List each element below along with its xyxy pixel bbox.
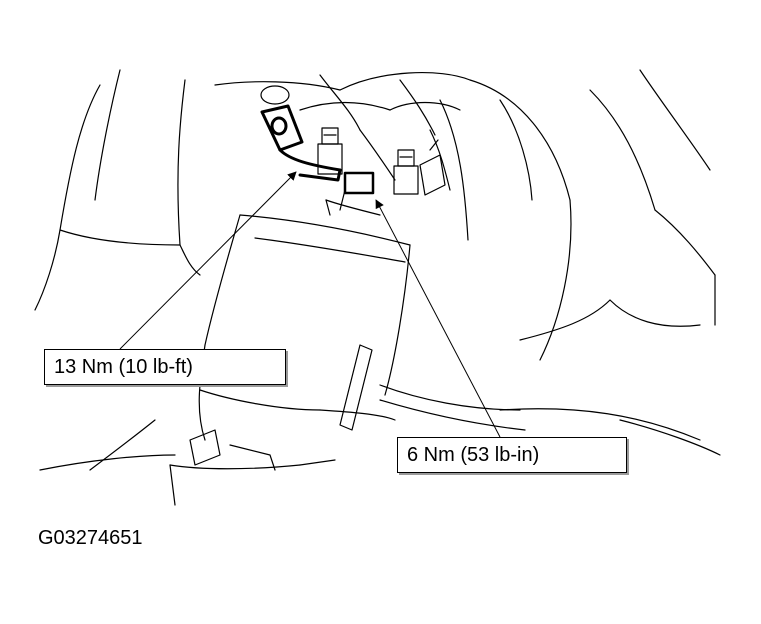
right-hoses: [379, 384, 721, 456]
reservoir-body: [198, 214, 411, 441]
top-hoses: [299, 74, 461, 191]
leader-line-2: [375, 199, 501, 438]
torque-callout-2-label: 6 Nm (53 lb-in): [407, 444, 540, 466]
torque-callout-1: 13 Nm (10 lb-ft): [44, 349, 286, 385]
connector-right: [419, 139, 446, 196]
shroud-outline: [214, 69, 716, 361]
clamp-top-loop: [260, 85, 290, 105]
lower-bracket: [39, 419, 336, 506]
clamp-bracket: [260, 104, 342, 182]
bolt-right: [393, 149, 419, 195]
bolt-left: [317, 127, 343, 175]
torque-callout-2: 6 Nm (53 lb-in): [397, 437, 627, 473]
left-body-panel: [34, 69, 201, 311]
torque-callout-1-label: 13 Nm (10 lb-ft): [54, 356, 193, 378]
leader-line-1: [119, 171, 297, 350]
figure-id: G03274651: [38, 527, 143, 549]
fitting-nut: [343, 171, 375, 195]
